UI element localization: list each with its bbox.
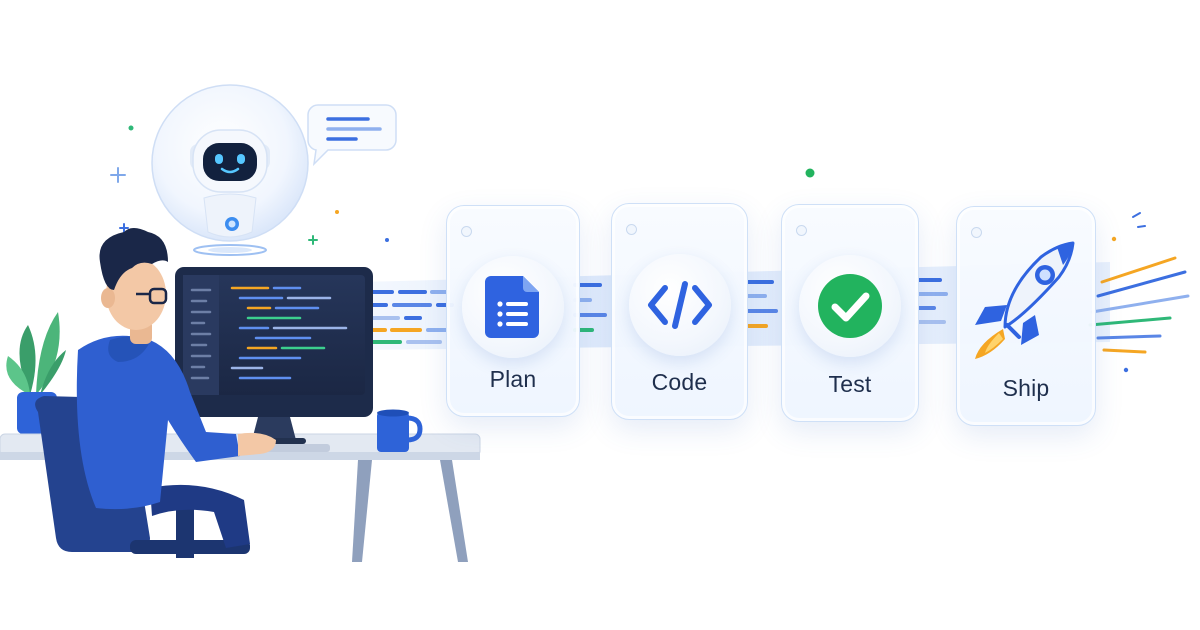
test-icon-circle	[799, 255, 901, 357]
speech-bubble	[307, 104, 397, 167]
card-dot	[796, 225, 807, 236]
step-card-code[interactable]: Code	[611, 203, 748, 420]
step-card-test[interactable]: Test	[781, 204, 919, 422]
plan-icon-circle	[462, 256, 564, 358]
rocket-icon	[975, 241, 1075, 359]
check-circle-icon	[818, 274, 882, 338]
person-at-desk	[35, 228, 276, 558]
document-list-icon	[485, 276, 539, 338]
monitor	[175, 267, 373, 444]
speed-lines	[1088, 256, 1190, 354]
step-label-test: Test	[828, 371, 872, 397]
step-label-code: Code	[651, 369, 708, 395]
card-dot	[461, 226, 472, 237]
card-dot	[626, 224, 637, 235]
step-card-ship[interactable]: Ship	[956, 206, 1096, 426]
code-brackets-icon	[647, 281, 712, 329]
step-card-plan[interactable]: Plan	[446, 205, 580, 417]
sparkles	[110, 125, 1146, 373]
step-label-plan: Plan	[489, 366, 537, 392]
code-icon-circle	[628, 254, 731, 356]
coffee-mug	[377, 409, 423, 452]
step-label-ship: Ship	[1002, 375, 1050, 401]
robot-assistant	[151, 84, 309, 256]
card-dot	[971, 227, 982, 238]
